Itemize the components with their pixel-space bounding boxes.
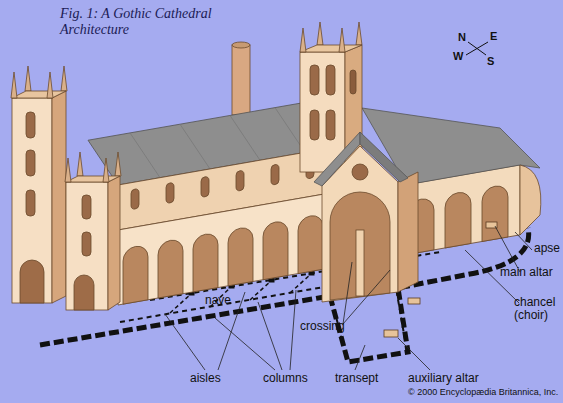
leader-line — [355, 345, 365, 370]
spire — [339, 28, 345, 52]
west-towers — [11, 66, 121, 310]
tower-window — [310, 110, 319, 140]
tower-face — [66, 182, 108, 310]
tower-cap — [66, 176, 120, 182]
transept-column — [356, 230, 364, 296]
tower-window — [82, 232, 91, 256]
compass-rose — [466, 42, 488, 55]
chancel-arch — [482, 184, 508, 242]
tower-window — [350, 70, 356, 94]
figure-title: Fig. 1: A Gothic Cathedral Architecture — [60, 6, 245, 38]
compass-letter: E — [490, 30, 497, 42]
plan-bay-line — [170, 293, 192, 313]
leader-lines — [165, 226, 532, 370]
part-label: apse — [534, 242, 560, 255]
clerestory-window — [236, 170, 244, 191]
leader-line — [290, 290, 296, 370]
roof-line — [230, 110, 260, 165]
part-label: transept — [335, 372, 378, 385]
transept-roof — [314, 132, 360, 186]
spire — [11, 72, 17, 98]
round-tower — [232, 45, 250, 115]
tower-face — [12, 98, 52, 303]
part-label: aisles — [190, 372, 221, 385]
part-label: auxiliary altar — [408, 372, 479, 385]
part-label: columns — [263, 372, 308, 385]
arcade-wall — [118, 193, 330, 305]
roof-line — [180, 119, 210, 174]
copyright-notice: © 2000 Encyclopædia Britannica, Inc. — [408, 388, 558, 398]
arcade-arch — [123, 244, 148, 304]
compass-letter: N — [458, 31, 466, 43]
tower-window — [26, 190, 35, 216]
compass-line — [466, 42, 488, 55]
leader-line — [515, 232, 532, 250]
west-door — [74, 275, 94, 310]
roof-line — [130, 128, 160, 183]
arcade-arch — [193, 232, 218, 292]
tower-window — [26, 112, 35, 138]
arcade-arch — [158, 238, 183, 298]
transept-block — [314, 132, 418, 302]
west-door — [20, 260, 44, 303]
spire — [25, 66, 31, 91]
arcade-arch — [263, 220, 288, 280]
leader-line — [343, 270, 390, 324]
round-tower-top — [232, 42, 250, 48]
part-label: main altar — [500, 266, 553, 279]
spire — [317, 22, 323, 45]
compass-letter: S — [487, 55, 494, 67]
spire — [77, 152, 83, 176]
spire — [115, 152, 121, 176]
plan-bay-line — [250, 280, 272, 300]
chancel-arch — [445, 190, 471, 248]
leader-line — [398, 338, 430, 370]
auxiliary-altar — [384, 330, 398, 337]
tower-window — [326, 65, 335, 95]
arcade-arch — [298, 214, 323, 274]
plan-bay-line — [290, 273, 312, 293]
part-label: nave — [205, 294, 231, 307]
leader-line — [165, 314, 205, 370]
auxiliary-altar — [408, 298, 420, 304]
clerestory-window — [166, 182, 174, 203]
rose-window — [352, 164, 368, 180]
tower-cap — [12, 91, 66, 98]
clerestory-window — [201, 176, 209, 197]
clerestory-window — [131, 188, 139, 209]
spire — [47, 72, 53, 98]
tower-face — [300, 52, 345, 172]
spire — [356, 22, 362, 45]
tower-cap — [300, 45, 362, 52]
part-label: chancel (choir) — [514, 296, 563, 322]
spire — [65, 158, 71, 182]
compass-letter: W — [453, 50, 463, 62]
spire — [300, 28, 306, 52]
spire — [103, 158, 109, 182]
spire — [61, 66, 67, 91]
apse-wall — [520, 165, 541, 235]
tower-side — [108, 176, 120, 310]
leader-line — [258, 302, 282, 370]
tower-window — [26, 150, 35, 176]
transept-arch — [330, 192, 390, 300]
tower-side — [52, 91, 66, 303]
tower-window — [326, 110, 335, 140]
clerestory-window — [271, 164, 279, 185]
arcade-arch — [228, 226, 253, 286]
tower-window — [310, 65, 319, 95]
transept-side — [398, 172, 418, 292]
part-label: crossing — [300, 320, 345, 333]
tower-window — [82, 195, 91, 219]
